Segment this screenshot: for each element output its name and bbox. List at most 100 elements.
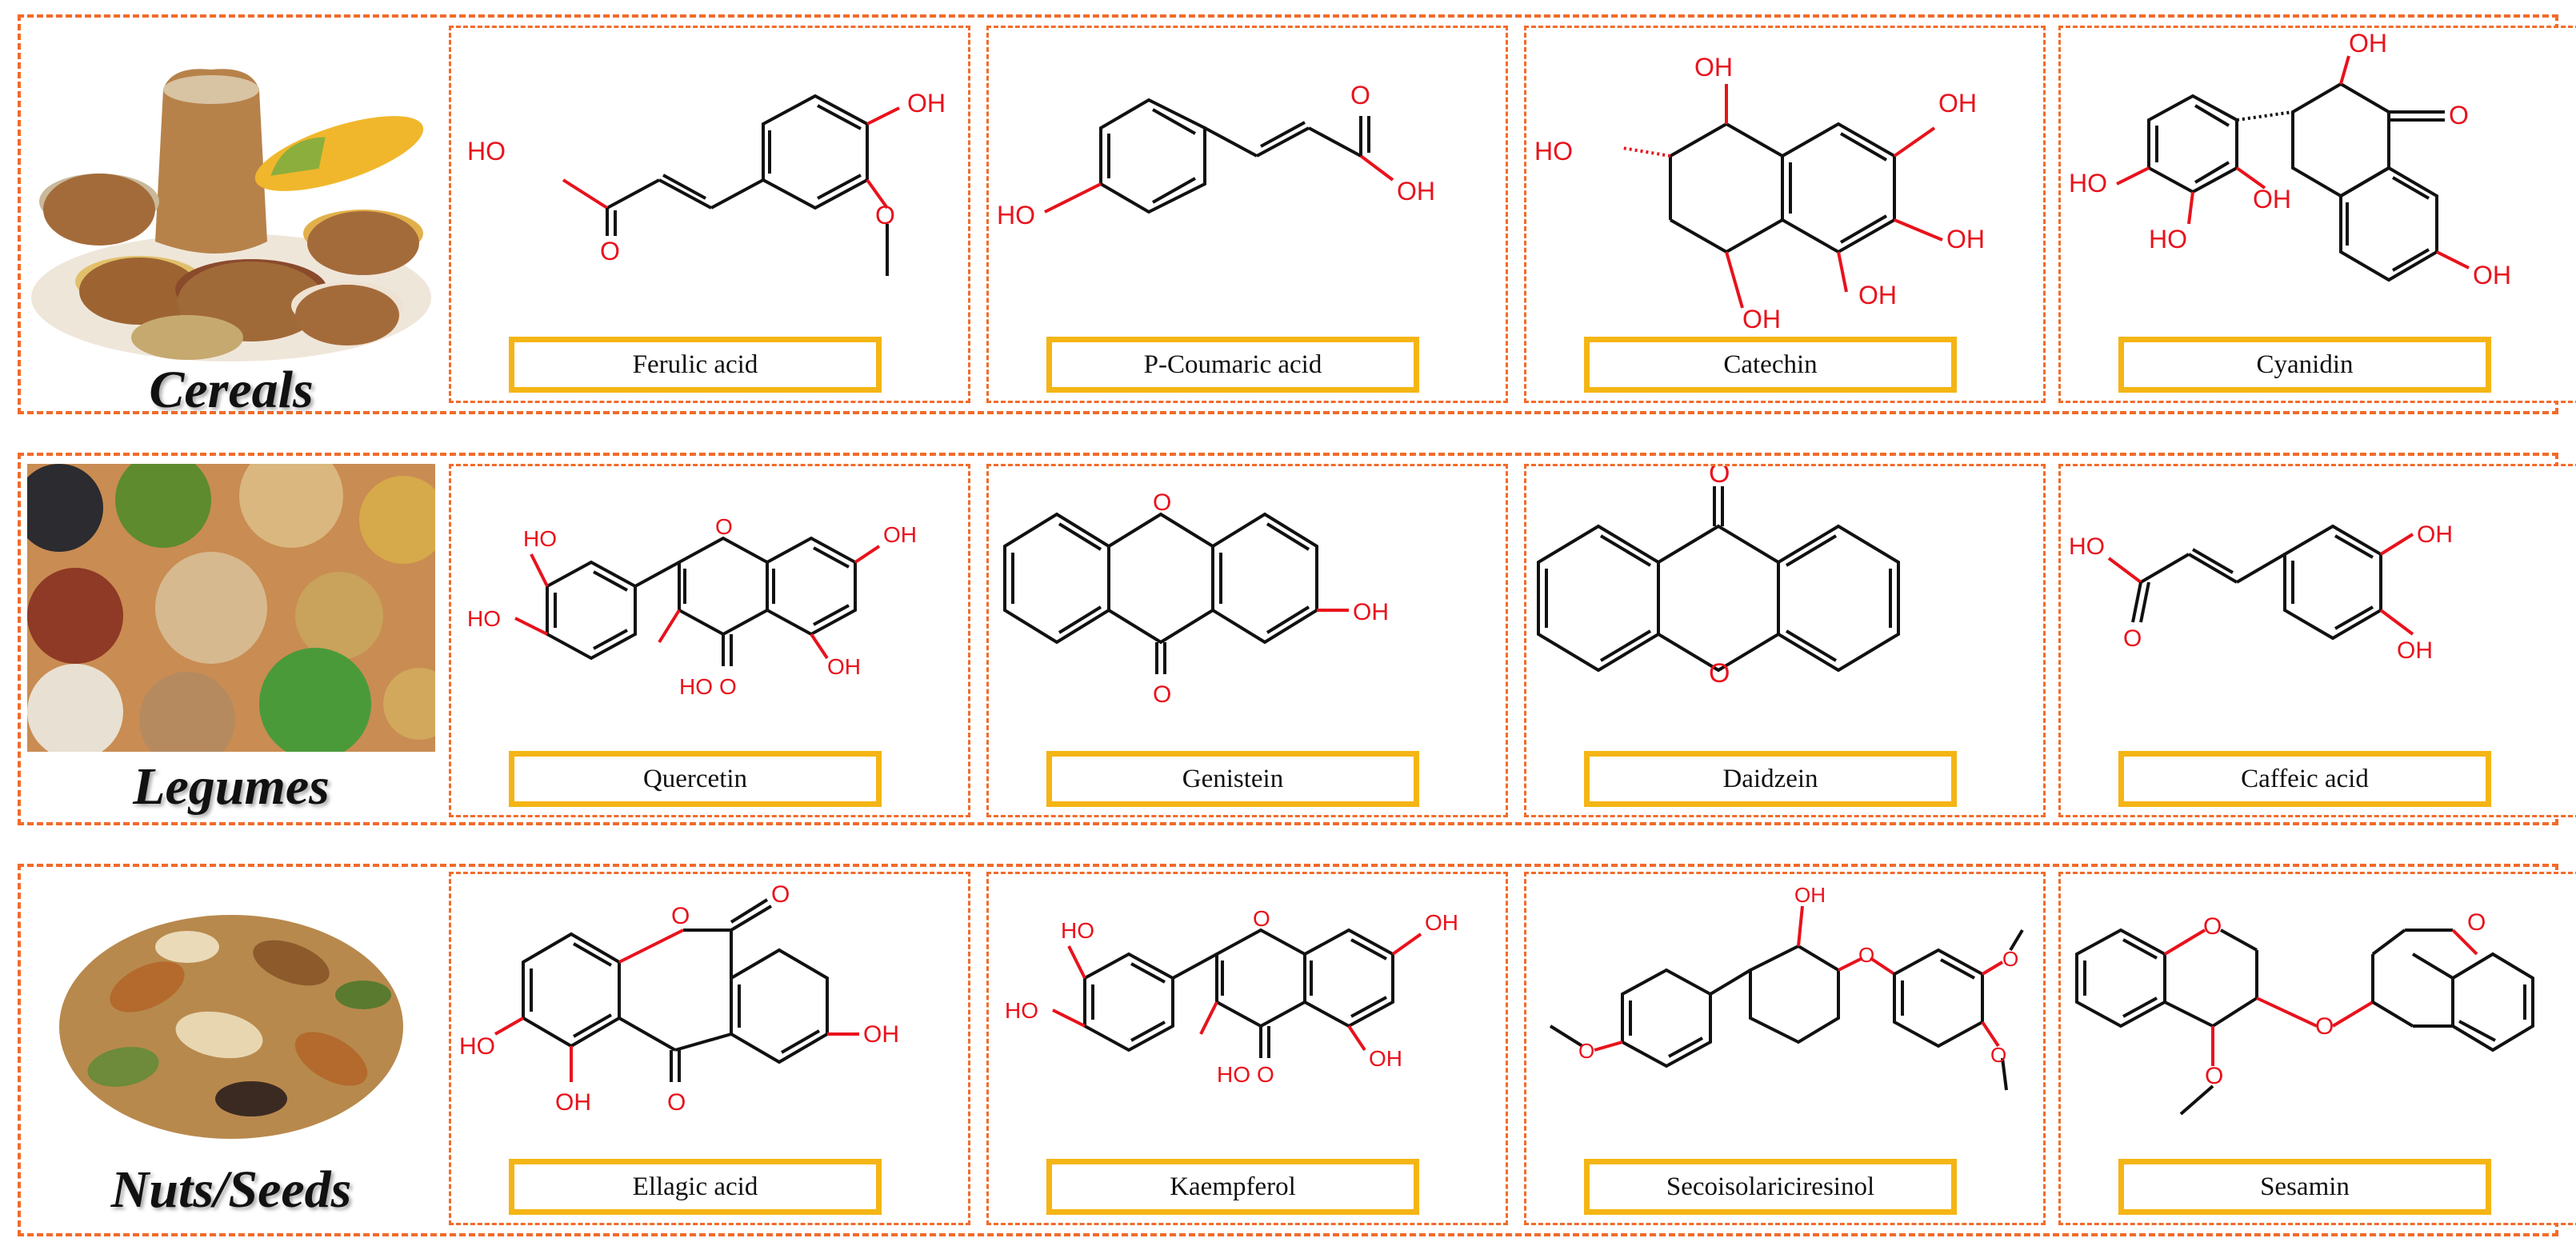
svg-text:O: O [1578,1039,1594,1063]
svg-text:OH: OH [1794,883,1826,907]
compound-label: Caffeic acid [2118,751,2491,807]
category-title: Cereals [149,361,314,419]
svg-text:OH: OH [1353,599,1389,625]
compound-panel-kaempferol: HO HO O OH OH HO O Kaempferol [986,872,1508,1225]
compound-label: Genistein [1046,751,1419,807]
svg-text:HO: HO [1061,918,1094,943]
svg-text:O: O [2315,1013,2334,1040]
compound-panel-ferulic-acid: HO OH O O Ferulic acid [449,26,970,403]
svg-text:OH: OH [2397,637,2433,664]
svg-text:O: O [2002,947,2018,971]
compound-panel-sesamin: O O O O Sesamin [2058,872,2576,1225]
svg-text:HO: HO [2149,225,2187,254]
svg-text:HO: HO [679,674,713,699]
svg-text:HO: HO [1217,1062,1250,1087]
svg-text:OH: OH [883,522,917,547]
svg-text:OH: OH [1397,177,1435,206]
compound-panel-cyanidin: HO OH O HO OH OH Cyanidin [2058,26,2576,403]
svg-text:O: O [2467,909,2486,936]
secoisolariciresinol-structure: OH O O O O [1549,883,2024,1091]
svg-text:OH: OH [1425,910,1458,935]
svg-text:O: O [671,903,690,929]
category-title: Legumes [133,757,330,816]
quercetin-structure: HO HO O OH OH HO O [467,514,917,699]
kaempferol-structure: HO HO O OH OH HO O [1005,906,1458,1087]
svg-text:O: O [667,1089,686,1116]
cereals-image: Cereals [27,34,435,419]
svg-text:HO: HO [467,606,501,631]
compound-label: Catechin [1584,337,1957,393]
svg-text:O: O [1858,943,1874,967]
caffeic-acid-structure: HO OH OH O [2069,521,2453,664]
svg-text:O: O [2123,625,2142,652]
daidzein-structure: O O [1537,466,1900,689]
compound-panel-genistein: O O OH Genistein [986,464,1508,817]
svg-text:HO: HO [2069,169,2107,198]
svg-text:HO: HO [459,1033,495,1060]
ho-label: HO [467,137,506,166]
cereals-group: Cereals HO OH [18,14,2576,419]
compound-panel-daidzein: O O Daidzein [1524,464,2046,817]
ellagic-acid-structure: O O OH HO OH O [459,881,899,1116]
svg-text:OH: OH [2417,521,2453,548]
svg-text:OH: OH [863,1021,899,1048]
svg-text:HO: HO [523,526,557,551]
svg-text:OH: OH [555,1089,591,1116]
svg-text:OH: OH [907,89,946,118]
compound-panel-caffeic-acid: HO OH OH O Caffeic acid [2058,464,2576,817]
svg-text:O: O [1153,681,1171,708]
compound-panel-ellagic-acid: O O OH HO OH O Ellagic acid [449,872,970,1225]
svg-text:O: O [1350,81,1370,110]
svg-text:O: O [715,514,733,539]
svg-text:O: O [1257,1062,1274,1087]
category-title: Nuts/Seeds [110,1160,352,1219]
compound-label: Cyanidin [2118,337,2491,393]
svg-text:OH: OH [1858,281,1897,310]
svg-text:O: O [1709,658,1730,689]
svg-text:OH: OH [827,654,861,679]
svg-text:O: O [2449,101,2469,130]
compound-label: Ferulic acid [509,337,882,393]
compound-label: Sesamin [2118,1159,2491,1215]
svg-text:O: O [1153,489,1171,516]
p-coumaric-acid-structure: HO O OH [997,81,1435,230]
svg-text:HO: HO [2069,533,2105,560]
sesamin-structure: O O O O [2075,909,2534,1116]
catechin-structure: OH HO OH OH OH OH [1534,53,1985,333]
svg-text:OH: OH [1694,53,1733,82]
svg-text:O: O [1709,466,1730,489]
svg-text:HO: HO [1005,998,1038,1023]
svg-text:O: O [1990,1043,2006,1067]
ferulic-acid-structure: HO OH O O [467,89,946,276]
compound-label: Quercetin [509,751,882,807]
compound-label: Secoisolariciresinol [1584,1159,1957,1215]
svg-text:OH: OH [2253,185,2291,214]
compound-label: Daidzein [1584,751,1957,807]
svg-text:OH: OH [1742,305,1781,333]
cyanidin-structure: HO OH O HO OH OH [2069,29,2511,290]
compound-panel-quercetin: HO HO O OH OH HO O Quercetin [449,464,970,817]
compound-panel-secoisolariciresinol: OH O O O O Secoisolariciresinol [1524,872,2046,1225]
svg-text:OH: OH [1369,1046,1402,1071]
compound-panel-catechin: OH HO OH OH OH OH Catechin [1524,26,2046,403]
compound-panel-p-coumaric-acid: HO O OH P-Coumaric acid [986,26,1508,403]
svg-text:OH: OH [1946,225,1985,254]
svg-text:HO: HO [997,201,1035,230]
svg-text:O: O [771,881,790,908]
svg-text:O: O [600,237,620,266]
compound-label: P-Coumaric acid [1046,337,1419,393]
svg-text:O: O [2203,913,2222,940]
nuts-seeds-group: Nuts/Seeds O O OH [18,864,2576,1236]
svg-text:OH: OH [2473,261,2511,290]
svg-text:O: O [719,674,737,699]
svg-text:HO: HO [1534,137,1573,166]
svg-text:O: O [875,201,895,230]
legumes-group: Legumes HO HO O OH [18,453,2576,825]
legumes-image: Legumes [27,464,435,816]
nuts-seeds-image: Nuts/Seeds [27,875,435,1227]
compound-label: Kaempferol [1046,1159,1419,1215]
svg-text:OH: OH [2349,29,2387,58]
svg-text:O: O [2205,1063,2223,1089]
svg-text:O: O [1253,906,1270,931]
svg-text:OH: OH [1938,89,1977,118]
